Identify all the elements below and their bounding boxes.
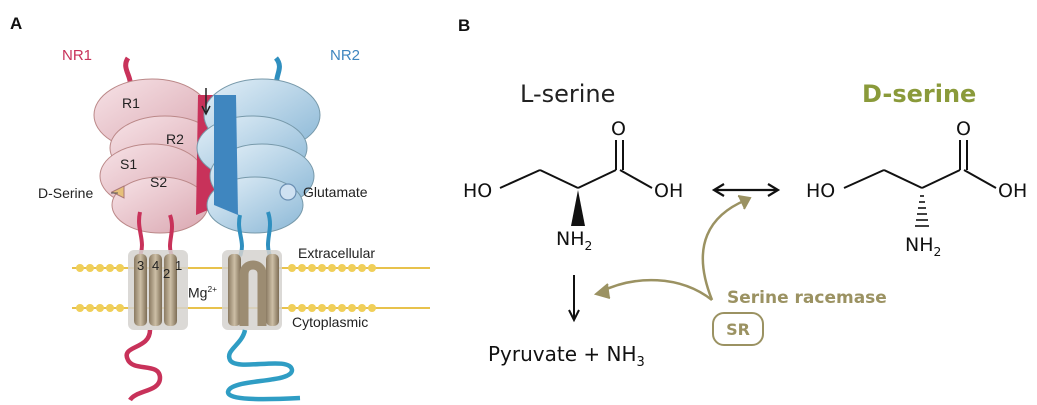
sr-badge: SR <box>712 312 764 346</box>
l-serine-o: O <box>611 118 626 140</box>
d-serine-o: O <box>956 118 971 140</box>
helix-4-label: 4 <box>152 258 160 273</box>
dserine-ligand-label: D-Serine <box>38 185 94 201</box>
r2-label: R2 <box>166 131 184 147</box>
r1-label: R1 <box>122 95 140 111</box>
serine-structures-diagram <box>499 140 997 323</box>
mg-ion-label: Mg2+ <box>188 284 218 301</box>
helix-3-label: 3 <box>137 258 145 273</box>
s2-label: S2 <box>150 174 168 190</box>
extracellular-label: Extracellular <box>298 245 376 261</box>
cytoplasmic-label: Cytoplasmic <box>292 314 369 330</box>
helix-2-label: 2 <box>163 266 171 281</box>
d-serine-ho: HO <box>806 180 836 202</box>
d-serine-title: D-serine <box>862 80 977 108</box>
serine-racemase-label: Serine racemase <box>727 288 887 308</box>
l-serine-oh: OH <box>654 180 684 202</box>
pyruvate-label: Pyruvate + NH3 <box>488 342 645 370</box>
d-serine-nh2: NH2 <box>905 234 942 259</box>
glutamate-label: Glutamate <box>303 184 368 200</box>
s1-label: S1 <box>120 156 138 172</box>
helix-1-label: 1 <box>175 258 183 273</box>
nmda-receptor-illustration <box>72 56 430 402</box>
l-serine-title: L-serine <box>520 80 616 108</box>
panel-a-letter: A <box>10 14 23 33</box>
d-serine-oh: OH <box>998 180 1028 202</box>
l-serine-nh2: NH2 <box>556 228 593 253</box>
panel-b-letter: B <box>458 16 471 35</box>
nr1-label: NR1 <box>62 47 93 64</box>
l-serine-ho: HO <box>463 180 493 202</box>
nr2-label: NR2 <box>330 47 361 64</box>
